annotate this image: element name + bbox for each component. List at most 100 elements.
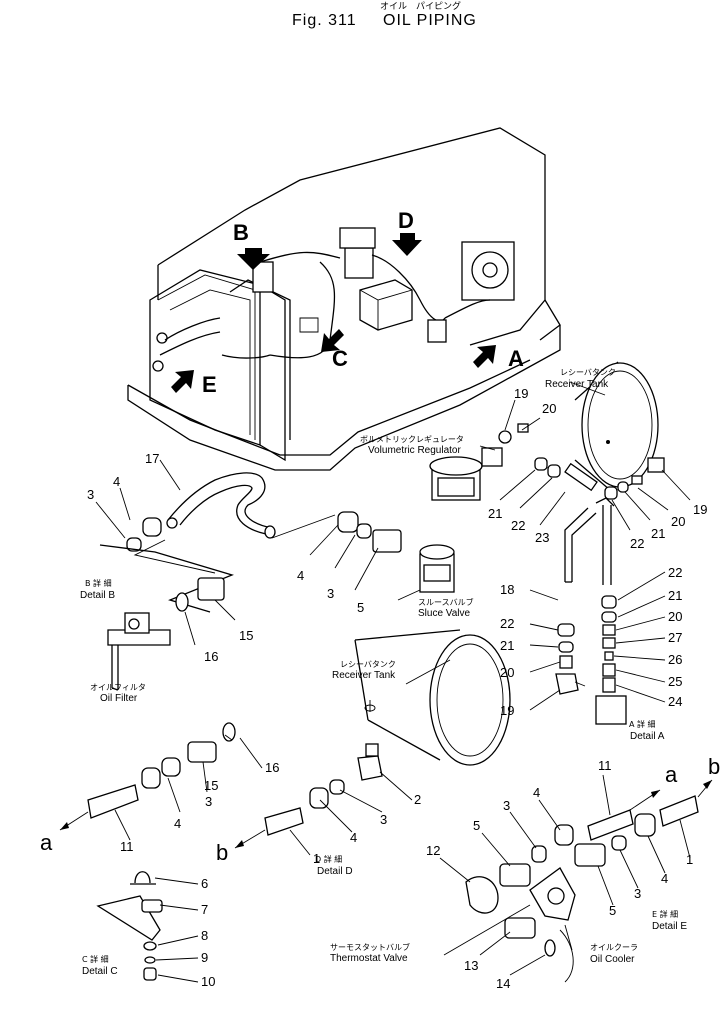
callout-3: 3 [503,798,510,813]
detail-a-parts: A 詳 細 Detail A [517,423,665,742]
control-box [359,279,413,331]
callout-1: 1 [686,852,693,867]
detail-d-parts: D 詳 細 Detail D [87,722,353,877]
callout-1: 1 [313,851,320,866]
callout-5: 5 [357,600,364,615]
detail-a-jp: A 詳 細 [629,719,656,729]
connection-b-right: b [708,754,720,779]
callout-19: 19 [514,386,528,401]
callout-19: 19 [500,703,514,718]
receiver-tank-middle-en: Receiver Tank [332,670,396,681]
callout-3: 3 [205,794,212,809]
callout-26: 26 [668,652,682,667]
connection-b-left: b [216,840,228,865]
callout-22: 22 [630,536,644,551]
figure-title: オイル パイピング Fig. 311 OIL PIPING [292,0,477,29]
part-callouts: 17 4 3 4 3 5 15 16 19 20 21 22 23 22 21 … [87,386,707,991]
callout-4: 4 [350,830,357,845]
oil-cooler-jp: オイルクーラ [590,943,638,952]
callout-24: 24 [668,694,682,709]
sluce-valve-jp: スルースバルブ [418,597,474,607]
callout-20: 20 [500,665,514,680]
thermostat-valve-en: Thermostat Valve [330,953,408,964]
callout-3: 3 [380,812,387,827]
view-letter-b: B [233,220,249,245]
volumetric-regulator-jp: ボルメトリックレギュレータ [360,435,464,444]
detail-c-parts: C 詳 細 Detail C [82,871,163,981]
callout-4: 4 [533,785,540,800]
arrow-c-icon [321,329,344,352]
receiver-tank-middle-jp: レシーバタンク [340,660,396,669]
detail-e-jp: E 詳 細 [652,909,678,919]
connection-a-left: a [40,830,53,855]
figure-title-english: OIL PIPING [383,12,477,29]
detail-b-parts: スルースバルブ Sluce Valve B 詳 細 Detail B オイルフィ… [80,472,474,704]
callout-11: 11 [598,758,612,773]
detail-b-en: Detail B [80,590,115,601]
callout-10: 10 [201,974,215,989]
view-letter-c: C [332,346,348,371]
view-letter-a: A [508,346,524,371]
oil-filter-en: Oil Filter [100,693,138,704]
view-letter-d: D [398,208,414,233]
volumetric-regulator-en: Volumetric Regulator [368,445,461,456]
callout-21: 21 [500,638,514,653]
callout-22: 22 [500,616,514,631]
callout-2: 2 [414,792,421,807]
oil-filter-jp: オイルフィルタ [90,683,146,692]
callout-16: 16 [204,649,218,664]
title-japanese: オイル パイピング [380,0,461,12]
canopy-outline [157,127,546,346]
detail-e-en: Detail E [652,921,687,932]
callout-18: 18 [500,582,514,597]
callout-15: 15 [204,778,218,793]
oil-cooler-en: Oil Cooler [590,954,635,965]
top-valve [344,247,374,279]
callout-6: 6 [201,876,208,891]
callout-22: 22 [668,565,682,580]
callout-4: 4 [297,568,304,583]
detail-d-en: Detail D [317,866,353,877]
arrow-e-icon [171,370,194,393]
callout-4: 4 [661,871,668,886]
detail-c-jp: C 詳 細 [82,954,109,964]
callout-21: 21 [668,588,682,603]
detail-a-en: Detail A [630,731,665,742]
leader-lines [95,381,691,983]
thermostat-valve-jp: サーモスタットバルブ [330,942,410,952]
callout-21: 21 [488,506,502,521]
callout-20: 20 [542,401,556,416]
base-frame [127,325,561,471]
connection-markers: a b a b [40,754,720,865]
callout-4: 4 [113,474,120,489]
oil-cooler-unit [461,241,515,301]
callout-5: 5 [473,818,480,833]
callout-22: 22 [511,518,525,533]
callout-20: 20 [668,609,682,624]
callout-27: 27 [668,630,682,645]
callout-20: 20 [671,514,685,529]
arrow-a-icon [473,345,496,368]
callout-21: 21 [651,526,665,541]
callout-9: 9 [201,950,208,965]
callout-11: 11 [120,839,134,854]
callout-14: 14 [496,976,510,991]
detail-e-parts: サーモスタットバルブ Thermostat Valve オイルクーラ Oil C… [330,795,699,983]
volumetric-regulator: ボルメトリックレギュレータ Volumetric Regulator [360,430,512,501]
callout-7: 7 [201,902,208,917]
receiver-tank-middle: レシーバタンク Receiver Tank [332,629,511,781]
callout-23: 23 [535,530,549,545]
callout-12: 12 [426,843,440,858]
sluce-valve-en: Sluce Valve [418,608,471,619]
connection-a-right: a [665,762,678,787]
callout-8: 8 [201,928,208,943]
callout-3: 3 [327,586,334,601]
callout-19: 19 [693,502,707,517]
view-arrows: B D C E A [171,208,524,397]
receiver-tank-upper-jp: レシーバタンク [560,368,616,377]
callout-4: 4 [174,816,181,831]
receiver-tank-upper: レシーバタンク Receiver Tank [545,361,659,491]
detail-b-jp: B 詳 細 [85,578,112,588]
